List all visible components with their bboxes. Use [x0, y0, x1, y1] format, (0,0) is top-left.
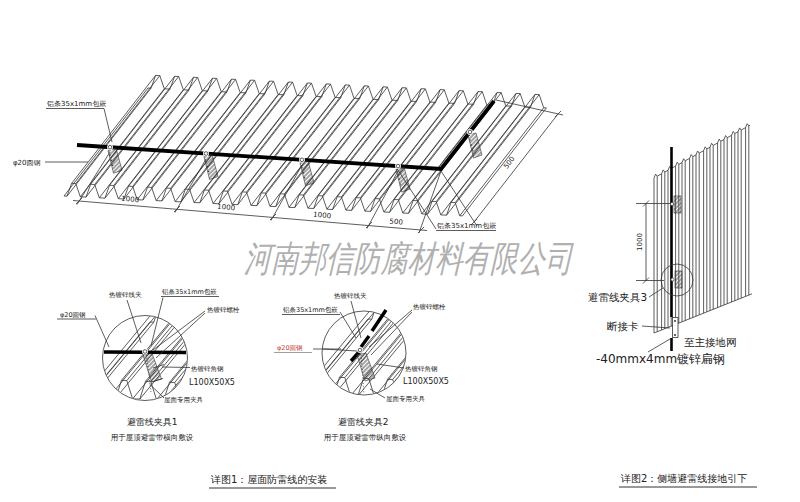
d2-label-angle-steel: 热镀锌角钢 — [405, 365, 438, 373]
d1-subtitle: 用于屋顶避雷带横向敷设 — [111, 433, 194, 442]
d2-label-angle-size: L100X50X5 — [403, 377, 449, 386]
wall-drawing: 1000 避雷线夹具3 断接卡 至主接地网 -40mmx4mm镀锌扁钢 — [588, 124, 752, 366]
d1-label-bolt: 热镀锌螺栓 — [207, 306, 240, 314]
d1-title: 避雷线夹具1 — [127, 417, 178, 427]
label-clamp3: 避雷线夹具3 — [588, 291, 647, 303]
d2-label-wire-clip: 热镀锌线夹 — [334, 292, 367, 300]
d2-label-strip: 铝条35x1mm包嵌 — [282, 306, 338, 314]
label-round-steel: φ20圆钢 — [13, 159, 41, 167]
d2-label-roof-clamp: 屋面专用夹具 — [386, 395, 426, 403]
d2-title: 避雷线夹具2 — [338, 417, 389, 427]
d1-label-round-steel: φ20圆钢 — [60, 311, 86, 319]
dim-1000-3: 1000 — [313, 211, 331, 220]
label-strip-top: 铝条35x1mm包嵌 — [46, 100, 106, 108]
figure2-caption: 详图2：侧墙避雷线接地引下 — [620, 473, 747, 484]
wall-clamp-bottom — [675, 271, 682, 288]
d2-subtitle: 用于屋顶避雷带纵向敷设 — [324, 433, 407, 442]
wall-clamp-top — [674, 196, 681, 213]
label-disconnect-card: 断接卡 — [607, 320, 639, 332]
dim-1000-2: 1000 — [217, 203, 235, 212]
d2-label-bolt: 热镀锌螺栓 — [413, 303, 446, 311]
label-flat-steel: -40mmx4mm镀锌扁钢 — [596, 352, 725, 366]
captions: 详图1：屋面防雷线的安装 详图2：侧墙避雷线接地引下 — [209, 473, 757, 488]
d1-label-roof-clamp: 屋面专用夹具 — [164, 396, 204, 404]
label-strip-bottom: 铝条35x1mm包嵌 — [436, 222, 496, 230]
dim-500: 500 — [389, 217, 403, 226]
dim-slope-500: 500 — [502, 155, 517, 170]
d1-label-angle-size: L100X50X5 — [189, 378, 235, 387]
d2-label-round-steel: φ20圆钢 — [277, 344, 303, 352]
label-to-ground: 至主接地网 — [684, 336, 737, 348]
d1-label-wire-clip: 热镀锌线夹 — [109, 291, 142, 299]
dim-1000-1: 1000 — [121, 195, 139, 204]
wall-dim-1000: 1000 — [636, 233, 644, 251]
detail-circle-1: 热镀锌线夹 铝条35x1mm包嵌 热镀锌螺栓 φ20圆钢 热镀锌角钢 L100X… — [57, 288, 318, 442]
d1-label-strip: 铝条35x1mm包嵌 — [161, 288, 217, 296]
figure1-caption: 详图1：屋面防雷线的安装 — [210, 474, 327, 485]
d1-label-angle-steel: 热镀锌角钢 — [191, 365, 224, 373]
detail-circle-2: 热镀锌线夹 铝条35x1mm包嵌 热镀锌螺栓 φ20圆钢 热镀锌角钢 L100X… — [274, 292, 536, 442]
